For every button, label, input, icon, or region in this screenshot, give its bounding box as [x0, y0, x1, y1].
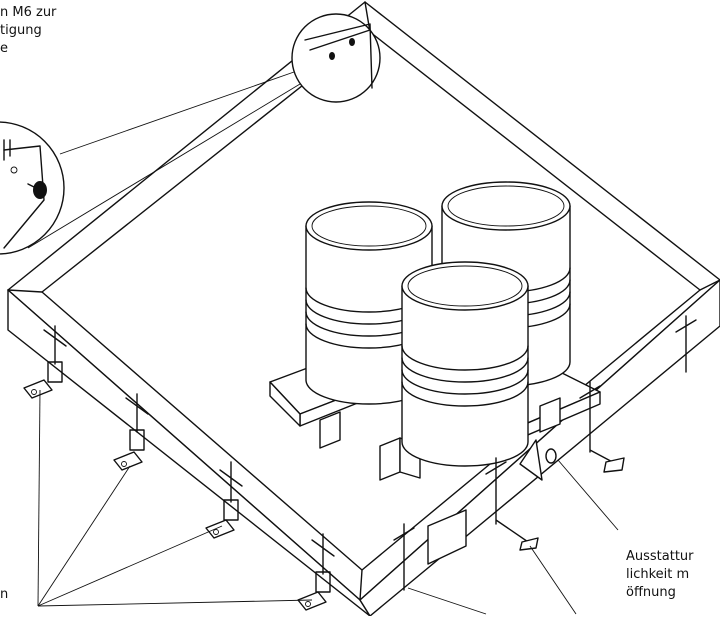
clamp-3	[205, 461, 243, 539]
annotation-bottom-right-line-1: Ausstattur	[626, 549, 694, 564]
annotation-bottom-right: Ausstattur lichkeit m öffnung	[626, 548, 694, 602]
inner-edge-right	[699, 279, 720, 291]
annotation-top-left: n M6 zur tigung e	[0, 4, 56, 58]
clamp-2	[113, 393, 149, 471]
leader-lines	[27, 71, 619, 615]
detail-circle-top	[291, 13, 381, 103]
inner-edge-bottom	[359, 569, 363, 601]
clamp-6	[485, 457, 539, 551]
drain-fitting	[545, 448, 557, 464]
inner-edge-top	[364, 1, 371, 33]
annotation-bottom-right-line-3: öffnung	[626, 585, 676, 600]
annotation-top-left-line-3: e	[0, 41, 8, 56]
clamp-5	[393, 523, 415, 591]
drum-back-left	[305, 201, 433, 405]
detail-circle-left	[0, 121, 65, 255]
clamp-8	[675, 315, 697, 373]
clamp-7	[579, 381, 625, 473]
annotation-top-left-line-2: tigung	[0, 23, 42, 38]
annotation-bottom-left-line-1: n	[0, 587, 9, 602]
annotation-bottom-left: n	[0, 586, 8, 604]
clamp-4	[297, 533, 335, 611]
clamp-1	[23, 325, 67, 399]
annotation-top-left-line-1: n M6 zur	[0, 5, 57, 20]
drum-front	[401, 261, 529, 467]
warning-triangle	[519, 439, 543, 481]
label-plate	[427, 509, 467, 565]
annotation-bottom-right-line-2: lichkeit m	[626, 567, 690, 582]
inner-edge-left	[7, 289, 43, 293]
